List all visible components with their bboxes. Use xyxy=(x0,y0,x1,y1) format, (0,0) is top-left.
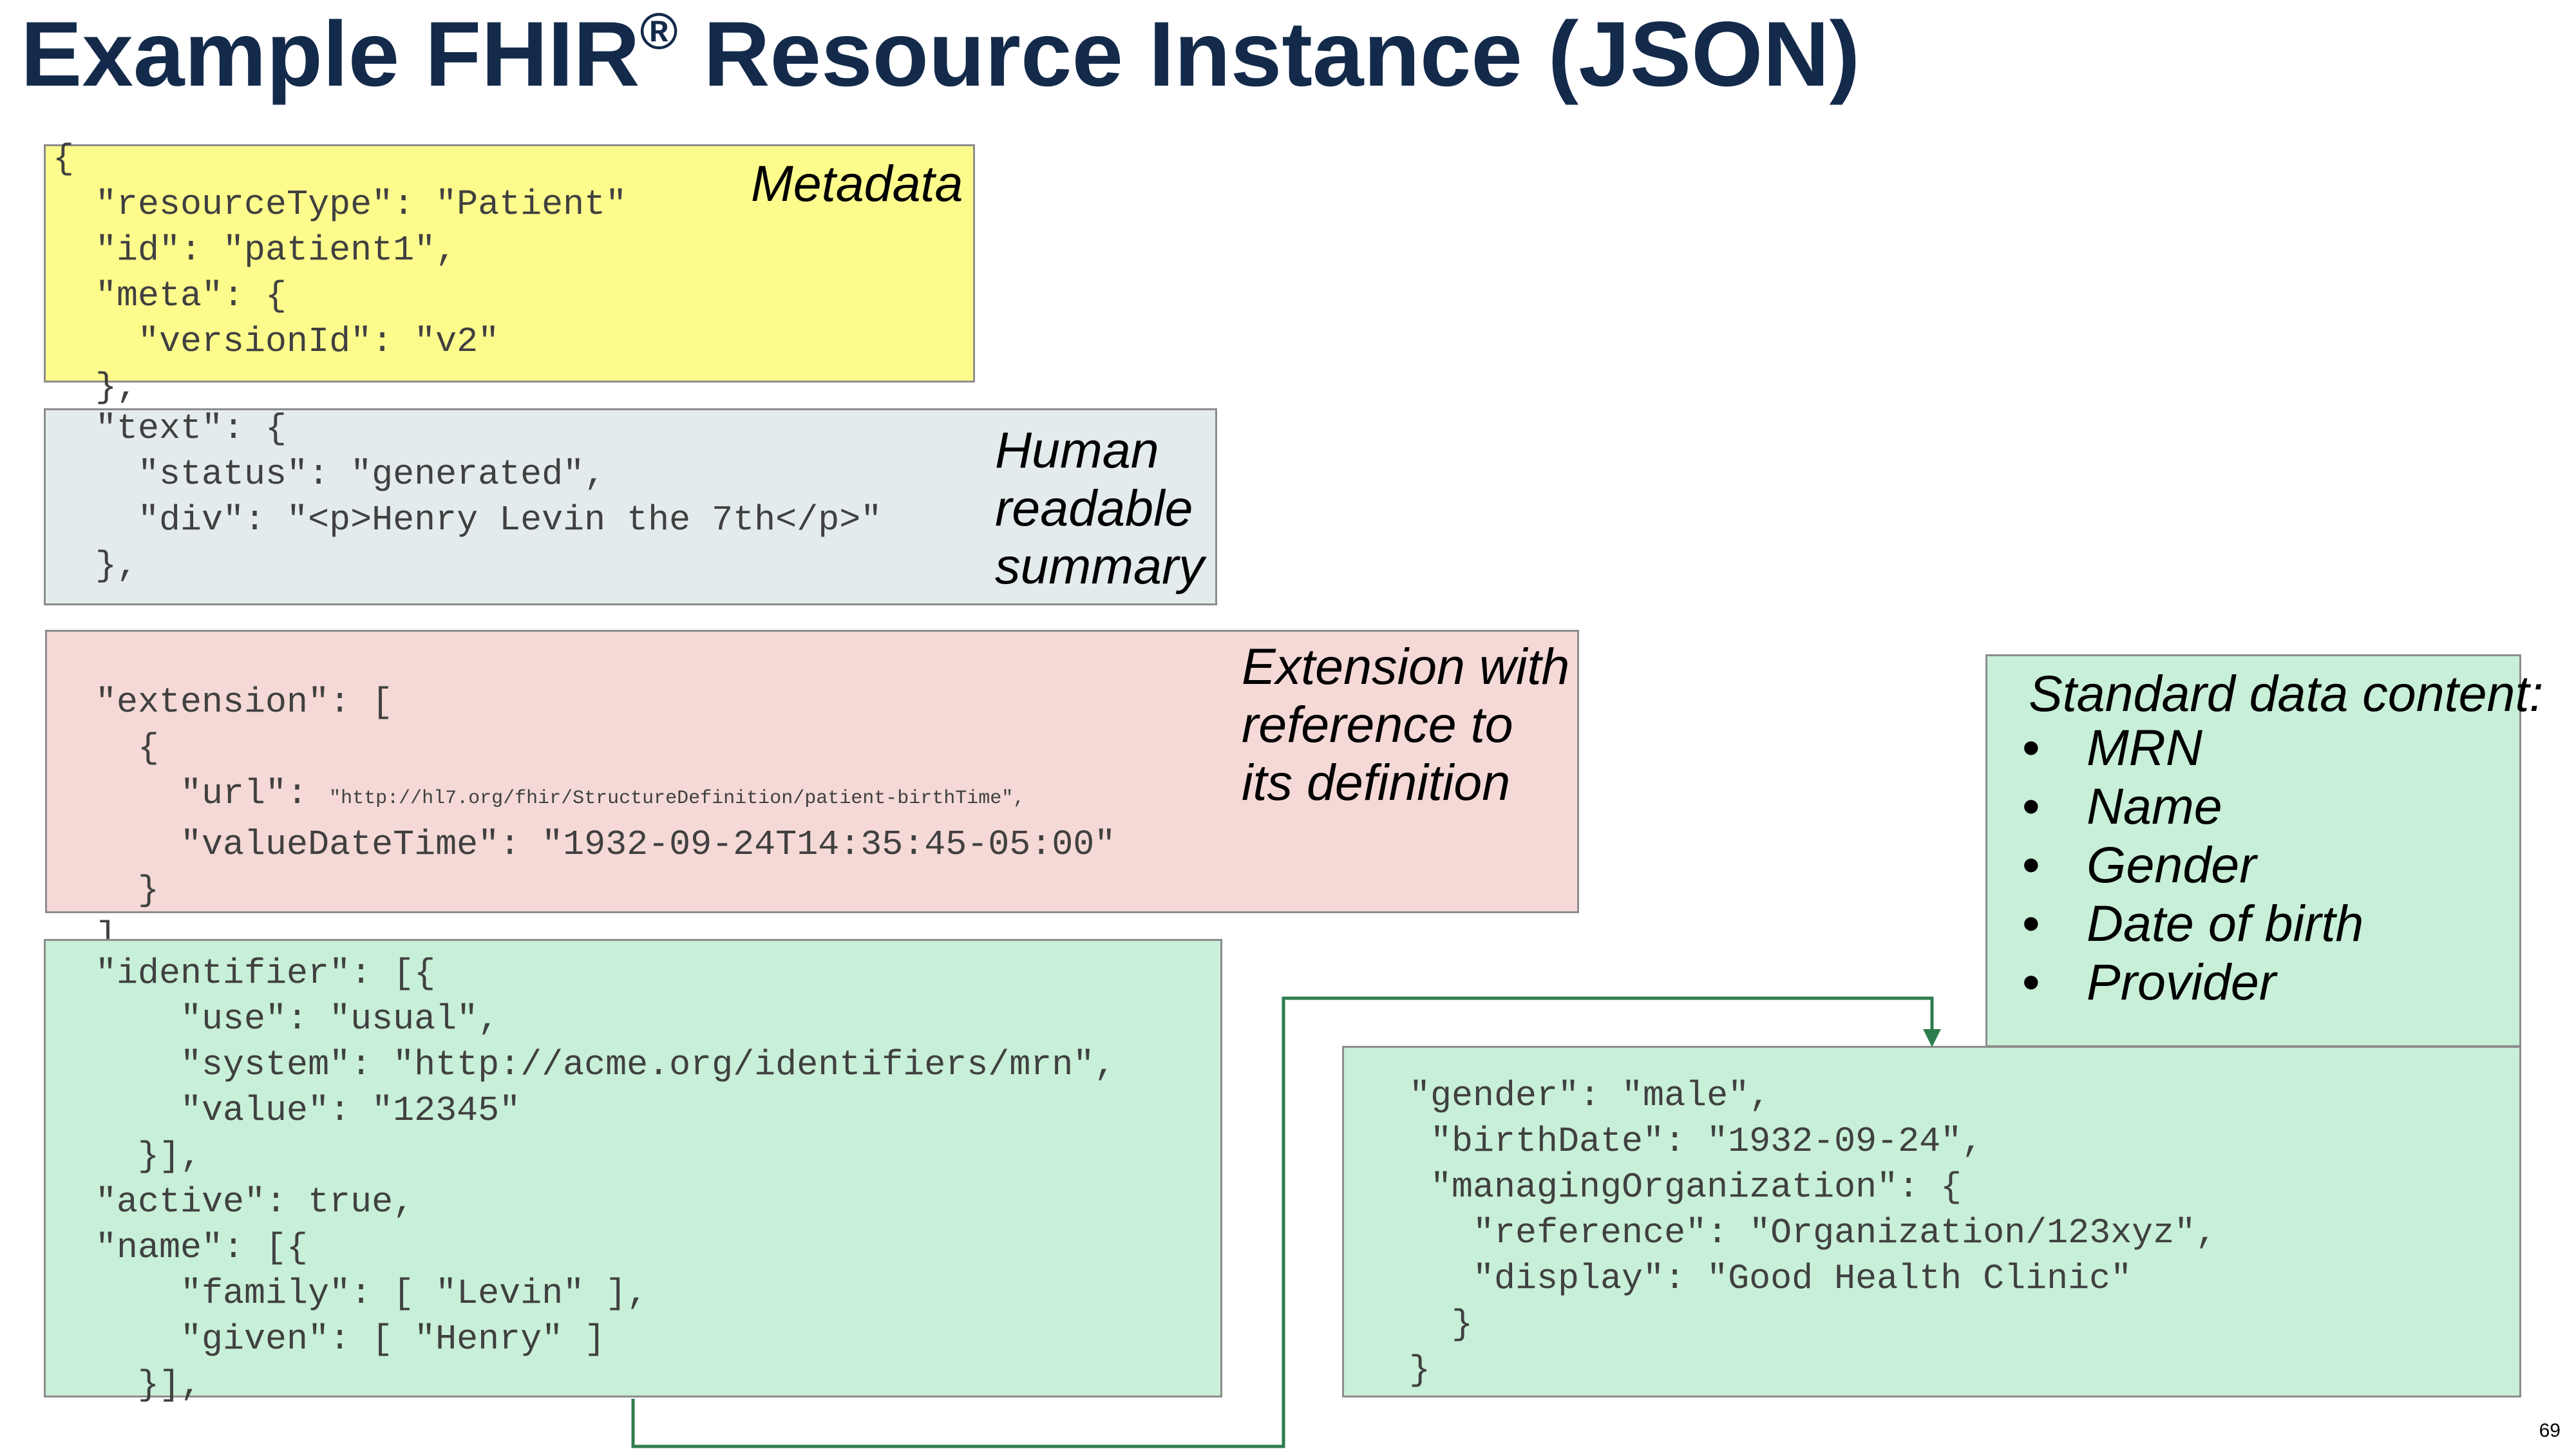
code-line: "given": [ "Henry" ] xyxy=(53,1319,606,1359)
code-line: } xyxy=(1409,1304,1473,1345)
code-line: "div": "<p>Henry Levin the 7th</p>" xyxy=(53,500,882,540)
bullet-icon: • xyxy=(2022,719,2040,776)
title-rest: Resource Instance (JSON) xyxy=(677,3,1861,106)
code-line: "text": { xyxy=(53,408,287,449)
extension-line: "valueDateTime": "1932-09-24T14:35:45-05… xyxy=(53,824,1116,865)
extension-box xyxy=(45,630,1579,913)
standard-content-item-label: Gender xyxy=(2087,836,2257,893)
code-line: "value": "12345" xyxy=(53,1090,521,1131)
page-number: 69 xyxy=(2539,1420,2561,1441)
demographics-code: "gender": "male", "birthDate": "1932-09-… xyxy=(1409,1073,2217,1393)
code-line: "meta": { xyxy=(53,276,287,316)
slide-title: Example FHIR® Resource Instance (JSON) xyxy=(21,0,1860,109)
metadata-label: Metadata xyxy=(751,155,963,212)
metadata-box xyxy=(44,144,975,383)
text-summary-label: Human readable summary xyxy=(995,421,1204,594)
code-line: }, xyxy=(53,545,138,586)
standard-content-item: • MRN xyxy=(2022,718,2363,777)
code-line: "resourceType": "Patient" xyxy=(53,184,627,225)
bullet-icon: • xyxy=(2022,953,2040,1010)
extension-label: Extension with reference to its definiti… xyxy=(1242,638,1570,811)
bullet-icon: • xyxy=(2022,836,2040,893)
title-main: Example FHIR xyxy=(21,3,640,106)
extension-url-key: "url": xyxy=(53,773,330,814)
code-line: }], xyxy=(53,1365,202,1405)
code-line: }, xyxy=(53,367,138,408)
extension-line: } xyxy=(53,870,160,911)
text-summary-code: "text": { "status": "generated", "div": … xyxy=(53,406,882,589)
code-line: "family": [ "Levin" ], xyxy=(53,1273,649,1314)
extension-line: "extension": [ xyxy=(53,682,393,723)
identifier-code: "identifier": [{ "use": "usual", "system… xyxy=(53,951,1115,1408)
code-line: }], xyxy=(53,1136,202,1177)
code-line: "display": "Good Health Clinic" xyxy=(1409,1258,2132,1299)
extension-code: "extension": [ { "url": "http://hl7.org/… xyxy=(53,634,1115,1005)
code-line: "active": true, xyxy=(53,1182,415,1222)
standard-content-item-label: Date of birth xyxy=(2087,895,2364,952)
code-line: "reference": "Organization/123xyz", xyxy=(1409,1213,2217,1253)
standard-content-item-label: MRN xyxy=(2087,719,2202,776)
metadata-code: { "resourceType": "Patient" "id": "patie… xyxy=(53,136,627,410)
bullet-icon: • xyxy=(2022,895,2040,952)
code-line: "name": [{ xyxy=(53,1227,308,1268)
standard-content-heading: Standard data content: xyxy=(2029,665,2544,722)
code-line: "versionId": "v2" xyxy=(53,321,500,362)
standard-content-box xyxy=(1985,654,2521,1047)
standard-content-item: • Gender xyxy=(2022,835,2363,894)
standard-content-item-label: Provider xyxy=(2087,953,2277,1010)
extension-url-line: "url": "http://hl7.org/fhir/StructureDef… xyxy=(53,771,1115,822)
standard-content-item: • Name xyxy=(2022,777,2363,835)
code-line: "use": "usual", xyxy=(53,999,500,1039)
standard-content-item: • Provider xyxy=(2022,952,2363,1011)
connector-arrowhead-icon xyxy=(1923,1029,1941,1047)
standard-content-list: • MRN • Name • Gender • Date of birth • Provider xyxy=(2022,718,2363,1011)
code-line: "system": "http://acme.org/identifiers/m… xyxy=(53,1045,1116,1085)
extension-line: { xyxy=(53,728,160,768)
standard-content-item: • Date of birth xyxy=(2022,894,2363,952)
extension-url-value: "http://hl7.org/fhir/StructureDefinition… xyxy=(329,788,1025,810)
code-line: "status": "generated", xyxy=(53,454,606,495)
text-summary-box xyxy=(44,408,1217,605)
bullet-icon: • xyxy=(2022,777,2040,835)
code-line: { xyxy=(53,138,75,179)
code-line: } xyxy=(1409,1350,1431,1390)
code-line: "id": "patient1", xyxy=(53,230,457,270)
code-line: "birthDate": "1932-09-24", xyxy=(1409,1121,1984,1162)
code-line: "gender": "male", xyxy=(1409,1075,1771,1116)
code-line: "managingOrganization": { xyxy=(1409,1167,1962,1208)
code-line: "identifier": [{ xyxy=(53,953,436,994)
registered-mark: ® xyxy=(639,3,678,61)
standard-content-item-label: Name xyxy=(2087,777,2222,835)
